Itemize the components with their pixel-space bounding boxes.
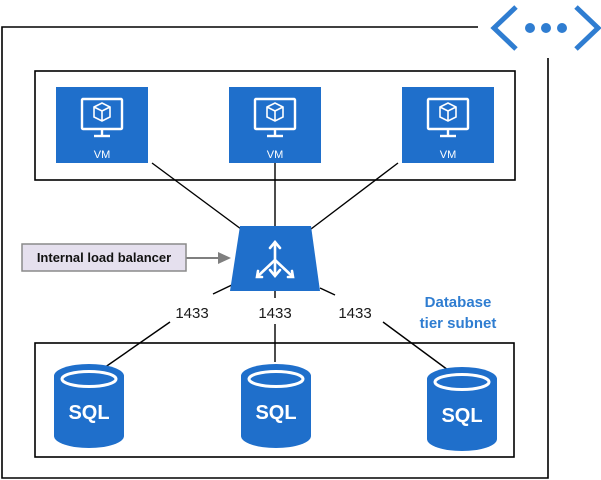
sql-label: SQL xyxy=(68,402,109,424)
sql-connectors xyxy=(100,282,449,371)
port-label-3: 1433 xyxy=(338,305,371,322)
port-label-2: 1433 xyxy=(258,305,291,322)
sql-label: SQL xyxy=(441,405,482,427)
callout-arrow xyxy=(186,252,231,264)
vm-tile-3: VM xyxy=(402,87,494,163)
vm-label: VM xyxy=(94,149,111,161)
connector-lb-sql1-lower xyxy=(100,321,171,371)
vm-icon xyxy=(426,97,470,138)
vm-label: VM xyxy=(440,149,457,161)
subnet-label-line2: tier subnet xyxy=(420,315,497,332)
virtual-network-boundary xyxy=(1,26,549,479)
sql-database-icon xyxy=(241,376,311,448)
load-balancer-callout: Internal load balancer xyxy=(21,243,187,272)
vm-tile-2: VM xyxy=(229,87,321,163)
subnet-label-line1: Database xyxy=(425,294,492,311)
sql-database-icon xyxy=(427,379,497,451)
sql-database-1: SQL xyxy=(54,364,124,448)
virtual-network-icon xyxy=(486,4,601,52)
vm-icon xyxy=(80,97,124,138)
load-balancer-callout-label: Internal load balancer xyxy=(37,250,171,265)
vm-connectors xyxy=(151,162,399,230)
connector-vm3-lb xyxy=(310,162,399,230)
connector-lb-sql3-lower xyxy=(382,321,449,371)
connector-vm1-lb xyxy=(151,162,242,230)
vm-icon xyxy=(253,97,297,138)
port-label-1: 1433 xyxy=(175,305,208,322)
vm-label: VM xyxy=(267,149,284,161)
load-balancer-icon xyxy=(255,239,295,279)
sql-database-2: SQL xyxy=(241,364,311,448)
sql-database-3: SQL xyxy=(427,367,497,451)
sql-label: SQL xyxy=(255,402,296,424)
connector-lb-sql3 xyxy=(319,287,336,296)
sql-database-icon xyxy=(54,376,124,448)
vm-tile-1: VM xyxy=(56,87,148,163)
load-balancer xyxy=(230,226,320,291)
